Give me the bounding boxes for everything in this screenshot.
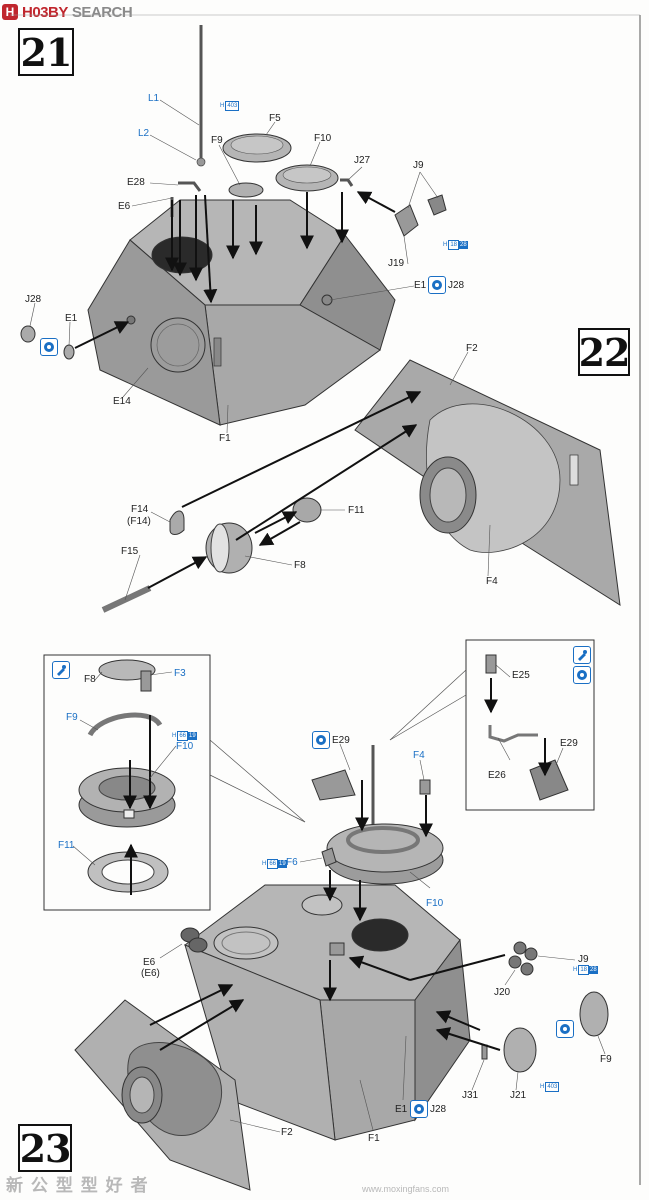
watermark-brand: H03BY	[22, 3, 68, 21]
step-21-number: 21	[18, 28, 74, 76]
detail-box-left	[43, 654, 211, 911]
label-F10-step23: F10	[426, 898, 444, 909]
label-E26: E26	[488, 770, 506, 781]
label-F8-detail: F8	[84, 674, 96, 685]
label-F2-step23: F2	[281, 1127, 293, 1138]
label-E6: E6	[118, 201, 131, 212]
step-22-number: 22	[578, 328, 630, 376]
label-E1-step23: E1	[395, 1104, 408, 1115]
footer-watermark-cn: 新 公 型 型 好 者	[6, 1176, 149, 1196]
step22-side-plate	[101, 351, 621, 613]
label-J28: J28	[448, 280, 465, 291]
two-sided-part-icon	[410, 1100, 428, 1118]
step21-turret	[20, 25, 447, 434]
two-sided-part-icon	[556, 1020, 574, 1038]
label-F9-step23: F9	[600, 1054, 612, 1065]
label-F14-alt: (F14)	[127, 516, 151, 527]
label-J9: J9	[413, 160, 424, 171]
step23-turret	[74, 743, 609, 1191]
label-J20: J20	[494, 987, 511, 998]
label-E6-alt: (E6)	[141, 968, 160, 979]
label-J9-step23: J9	[578, 954, 589, 965]
label-F6: F6	[286, 857, 298, 868]
glue-icon	[52, 661, 70, 679]
two-sided-part-icon	[312, 731, 330, 749]
watermark-suffix: SEARCH	[71, 3, 133, 21]
label-J19: J19	[388, 258, 405, 269]
label-F4: F4	[486, 576, 498, 587]
label-J28-step23: J28	[430, 1104, 447, 1115]
label-E29-detail: E29	[560, 738, 578, 749]
hobbysearch-watermark: H H03BY SEARCH	[2, 2, 133, 22]
label-L1: L1	[148, 93, 160, 104]
label-F10: F10	[314, 133, 332, 144]
label-F9-detail: F9	[66, 712, 78, 723]
label-F2: F2	[466, 343, 478, 354]
label-J28-left: J28	[25, 294, 42, 305]
two-sided-part-icon	[428, 276, 446, 294]
label-J27: J27	[354, 155, 371, 166]
label-F1-step23: F1	[368, 1133, 380, 1144]
label-J21: J21	[510, 1090, 527, 1101]
glue-icon	[573, 646, 591, 664]
label-E1-left: E1	[65, 313, 78, 324]
label-E28: E28	[127, 177, 145, 188]
label-E14: E14	[113, 396, 131, 407]
two-sided-part-icon	[40, 338, 58, 356]
label-F8: F8	[294, 560, 306, 571]
label-E6-step23: E6	[143, 957, 156, 968]
label-F15: F15	[121, 546, 139, 557]
label-F11-detail: F11	[58, 840, 75, 851]
label-F5: F5	[269, 113, 281, 124]
label-F11: F11	[348, 505, 365, 516]
label-E25: E25	[512, 670, 530, 681]
detail-box-right	[465, 639, 595, 811]
label-F1: F1	[219, 433, 231, 444]
step-23-number: 23	[18, 1124, 72, 1172]
label-E1: E1	[414, 280, 427, 291]
two-sided-part-icon	[573, 666, 591, 684]
label-F9: F9	[211, 135, 223, 146]
watermark-logo-icon: H	[2, 4, 18, 20]
label-L2: L2	[138, 128, 150, 139]
label-F4-step23: F4	[413, 750, 425, 761]
label-F14: F14	[131, 504, 149, 515]
label-E29: E29	[332, 735, 350, 746]
label-J31: J31	[462, 1090, 479, 1101]
footer-watermark-url: www.moxingfans.com	[361, 1184, 449, 1194]
label-F10-detail: F10	[176, 741, 194, 752]
label-F3-detail: F3	[174, 668, 186, 679]
